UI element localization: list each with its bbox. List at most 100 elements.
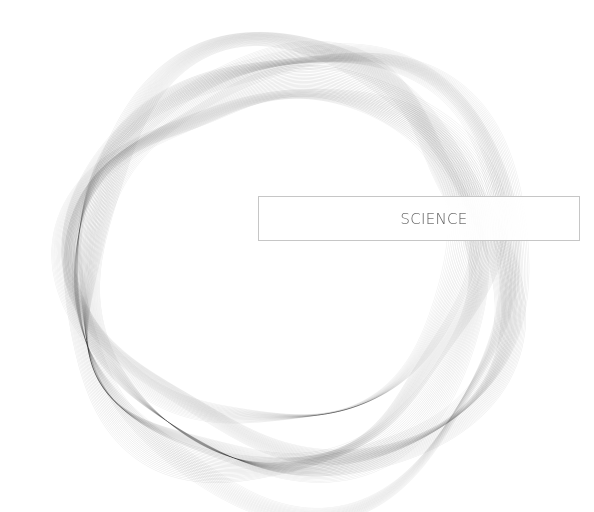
ribbon-strand bbox=[77, 43, 522, 512]
ribbon-strand bbox=[98, 44, 497, 464]
ribbon-strand bbox=[78, 93, 474, 460]
ribbon-strand bbox=[87, 66, 471, 457]
science-label-box: SCIENCE bbox=[258, 196, 580, 241]
ribbon-strand bbox=[71, 80, 491, 469]
ribbon-strand bbox=[63, 64, 508, 483]
ribbon-strand bbox=[75, 87, 483, 463]
ribbon-strand bbox=[77, 33, 520, 474]
ribbon-strand bbox=[74, 61, 502, 451]
ribbon-strand bbox=[79, 34, 518, 472]
ribbon-strand bbox=[86, 64, 472, 458]
ribbon-strand bbox=[69, 76, 496, 473]
ribbon-strand bbox=[76, 47, 519, 512]
ribbon-strand bbox=[74, 56, 508, 512]
ribbon-strand bbox=[97, 43, 498, 464]
ribbon-strand bbox=[73, 61, 503, 452]
ribbon-strand bbox=[67, 72, 501, 476]
ribbon-strand bbox=[86, 60, 474, 462]
ribbon-strand bbox=[63, 55, 524, 463]
ribbon-strand bbox=[86, 37, 510, 469]
ribbon-strand bbox=[74, 57, 507, 512]
ribbon-strand bbox=[83, 36, 514, 471]
ribbon-strand bbox=[81, 45, 485, 478]
ribbon-strand bbox=[73, 32, 525, 476]
ribbon-strand bbox=[74, 32, 524, 476]
ribbon-strand bbox=[64, 67, 505, 481]
ribbon-strand bbox=[75, 55, 509, 512]
ribbon-strand bbox=[76, 33, 521, 474]
ribbon-strand bbox=[75, 54, 510, 512]
ribbon-strand bbox=[65, 57, 518, 461]
ribbon-strand bbox=[92, 40, 504, 466]
ribbon-strand bbox=[74, 86, 485, 464]
ribbon-strand bbox=[84, 51, 481, 472]
ribbon-strand bbox=[73, 84, 486, 465]
ribbon-strand bbox=[78, 34, 519, 473]
ribbon-strand bbox=[67, 58, 514, 458]
ribbon-strand bbox=[74, 59, 504, 511]
ribbon-strand bbox=[75, 52, 513, 512]
ribbon-strand bbox=[79, 94, 473, 459]
ribbon-strand bbox=[61, 52, 530, 466]
ribbon-strand bbox=[88, 38, 508, 468]
mesh-ribbons bbox=[51, 31, 530, 512]
ribbon-strand bbox=[72, 82, 490, 468]
ribbon-strand bbox=[85, 53, 479, 469]
ribbon-strand bbox=[82, 35, 515, 471]
ribbon-strand bbox=[72, 61, 504, 452]
ribbon-strand bbox=[68, 59, 511, 457]
ribbon-strand bbox=[72, 61, 505, 453]
ribbon-strand bbox=[84, 49, 482, 473]
ribbon-strand bbox=[75, 88, 481, 463]
ribbon-strand bbox=[76, 48, 517, 512]
ribbon-strand bbox=[66, 57, 517, 460]
ribbon-strand bbox=[85, 58, 476, 464]
ribbon-strand bbox=[84, 36, 513, 470]
ribbon-strand bbox=[87, 38, 509, 468]
ribbon-strand bbox=[61, 53, 528, 465]
ribbon-strand bbox=[85, 37, 512, 470]
ribbon-strand bbox=[71, 31, 527, 477]
ribbon-strand bbox=[64, 56, 521, 462]
ribbon-strand bbox=[86, 62, 474, 461]
ribbon-strand bbox=[69, 59, 510, 456]
ribbon-strand bbox=[70, 59, 509, 455]
ribbon-strand bbox=[73, 59, 503, 510]
ribbon-strand bbox=[63, 55, 522, 463]
ribbon-strand bbox=[82, 46, 484, 477]
ribbon-strand bbox=[93, 41, 503, 466]
ribbon-strand bbox=[87, 68, 470, 454]
ribbon-strand bbox=[62, 54, 525, 464]
ribbon-strand bbox=[89, 39, 507, 467]
ribbon-strand bbox=[74, 58, 505, 512]
ribbon-strand bbox=[68, 58, 513, 458]
ribbon-strand bbox=[90, 40, 505, 467]
ribbon-strand bbox=[68, 75, 498, 474]
ribbon-strand bbox=[73, 60, 501, 509]
ribbon-strand bbox=[72, 83, 488, 467]
ribbon-strand bbox=[65, 56, 519, 461]
ribbon-strand bbox=[76, 89, 480, 462]
ribbon-strand bbox=[80, 95, 471, 458]
ribbon-strand bbox=[64, 66, 507, 482]
ribbon-strand bbox=[77, 45, 520, 512]
ribbon-strand bbox=[79, 42, 487, 481]
ribbon-strand bbox=[76, 50, 515, 512]
ribbon-strand bbox=[86, 63, 473, 459]
ribbon-strand bbox=[67, 73, 499, 475]
ribbon-strand bbox=[95, 42, 501, 465]
ribbon-strand bbox=[86, 59, 475, 463]
ribbon-strand bbox=[78, 92, 476, 460]
ribbon-strand bbox=[77, 91, 478, 461]
ribbon-strand bbox=[77, 40, 489, 483]
ribbon-strand bbox=[77, 44, 521, 512]
ribbon-strand bbox=[75, 53, 512, 512]
science-label: SCIENCE bbox=[400, 209, 468, 228]
ribbon-strand bbox=[66, 71, 502, 478]
ribbon-strand bbox=[70, 79, 493, 470]
ribbon-strand bbox=[85, 57, 477, 466]
ribbon-strand bbox=[84, 52, 480, 471]
ribbon-strand bbox=[70, 60, 508, 455]
ribbon-strand bbox=[85, 54, 478, 468]
